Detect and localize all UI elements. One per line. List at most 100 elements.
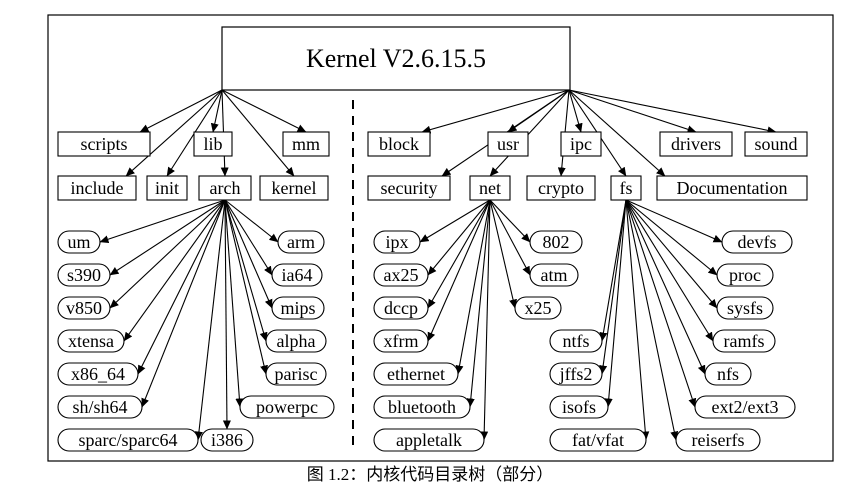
node-label-sparc: sparc/sparc64: [79, 430, 178, 450]
edge-arch-alpha: [224, 199, 268, 342]
node-box-fat: [549, 428, 647, 452]
node-box-v850: [57, 296, 111, 320]
node-label-ia64: ia64: [282, 265, 313, 285]
edge-fs-jffs2: [599, 199, 627, 375]
node-isofs: isofs: [549, 395, 609, 419]
edge-kernel-kernel: [221, 89, 295, 177]
node-box-block: [367, 131, 431, 157]
node-label-ax25: ax25: [384, 265, 419, 285]
edge-fs-ext: [625, 199, 697, 408]
node-label-x25: x25: [525, 298, 552, 318]
edge-net-ax25: [427, 199, 491, 276]
node-label-xtensa: xtensa: [68, 331, 114, 351]
node-label-security: security: [381, 178, 438, 198]
edge-net-x25: [489, 199, 517, 309]
node-box-xfrm: [373, 329, 429, 353]
node-box-x86_64: [57, 362, 139, 386]
kernel-title: Kernel V2.6.15.5: [306, 44, 486, 73]
node-net: net: [469, 175, 511, 201]
node-ax25: ax25: [373, 263, 429, 287]
node-box-security: [367, 175, 451, 201]
node-label-atm: atm: [541, 265, 568, 285]
edge-fs-ntfs: [599, 199, 627, 342]
node-label-usr: usr: [497, 134, 519, 154]
node-box-ia64: [271, 263, 323, 287]
edge-arch-ia64: [224, 199, 273, 276]
node-box-mm: [282, 131, 330, 157]
node-s390: s390: [57, 263, 111, 287]
edge-net-ethernet: [455, 199, 491, 375]
edge-arch-v850: [109, 199, 226, 309]
edge-kernel-lib: [210, 89, 223, 133]
node-box-mips: [271, 296, 325, 320]
node-box-fs: [610, 175, 642, 201]
node-box-x25: [514, 296, 562, 320]
node-box-isofs: [549, 395, 609, 419]
node-box-ax25: [373, 263, 429, 287]
node-ipc: ipc: [560, 131, 602, 157]
node-dccp: dccp: [373, 296, 429, 320]
node-box-ramfs: [712, 329, 776, 353]
node-label-um: um: [67, 232, 90, 252]
edge-kernel-mm: [221, 89, 307, 133]
node-box-nfs: [704, 362, 752, 386]
node-appletalk: appletalk: [373, 428, 485, 452]
node-alpha: alpha: [265, 329, 327, 353]
edge-arch-sh_sh64: [141, 199, 226, 408]
node-box-proc: [716, 263, 774, 287]
node-xtensa: xtensa: [57, 329, 125, 353]
node-label-parisc: parisc: [275, 364, 318, 384]
edge-fs-sysfs: [625, 199, 718, 309]
edge-arch-x86_64: [137, 199, 226, 375]
node-label-reiserfs: reiserfs: [692, 430, 745, 450]
node-v850: v850: [57, 296, 111, 320]
node-label-drivers: drivers: [671, 134, 721, 154]
edge-net-ipx: [419, 199, 491, 243]
node-label-crypto: crypto: [538, 178, 584, 198]
tree-edges: [99, 89, 777, 441]
node-n802: 802: [529, 230, 583, 254]
edge-net-appletalk: [480, 199, 491, 441]
node-ramfs: ramfs: [712, 329, 776, 353]
edge-arch-um: [99, 199, 226, 244]
node-mips: mips: [271, 296, 325, 320]
node-box-scripts: [57, 131, 151, 157]
node-box-sparc: [57, 428, 199, 452]
node-box-ipx: [373, 230, 421, 254]
node-label-jffs2: jffs2: [559, 364, 593, 384]
node-box-powerpc: [239, 395, 335, 419]
node-ipx: ipx: [373, 230, 421, 254]
edge-kernel-scripts: [139, 89, 223, 133]
node-proc: proc: [716, 263, 774, 287]
node-security: security: [367, 175, 451, 201]
node-reiserfs: reiserfs: [675, 428, 761, 452]
node-label-init: init: [155, 178, 179, 198]
node-bluetooth: bluetooth: [373, 395, 471, 419]
node-sparc: sparc/sparc64: [57, 428, 199, 452]
node-usr: usr: [487, 131, 529, 157]
edge-kernel-ipc: [568, 89, 583, 133]
node-xfrm: xfrm: [373, 329, 429, 353]
node-box-crypto: [526, 175, 596, 201]
node-label-s390: s390: [67, 265, 101, 285]
node-label-nfs: nfs: [717, 364, 739, 384]
node-label-ipc: ipc: [570, 134, 592, 154]
node-init: init: [146, 175, 188, 201]
node-box-parisc: [265, 362, 327, 386]
node-atm: atm: [529, 263, 579, 287]
edge-arch-parisc: [224, 199, 268, 375]
node-jffs2: jffs2: [549, 362, 603, 386]
node-box-ipc: [560, 131, 602, 157]
node-label-xfrm: xfrm: [384, 331, 419, 351]
node-box-net: [469, 175, 511, 201]
node-label-block: block: [379, 134, 419, 154]
edge-fs-fat: [625, 199, 650, 441]
node-label-appletalk: appletalk: [396, 430, 462, 450]
node-label-sysfs: sysfs: [727, 298, 763, 318]
node-ia64: ia64: [271, 263, 323, 287]
node-devfs: devfs: [721, 230, 793, 254]
node-label-fat: fat/vfat: [572, 430, 624, 450]
